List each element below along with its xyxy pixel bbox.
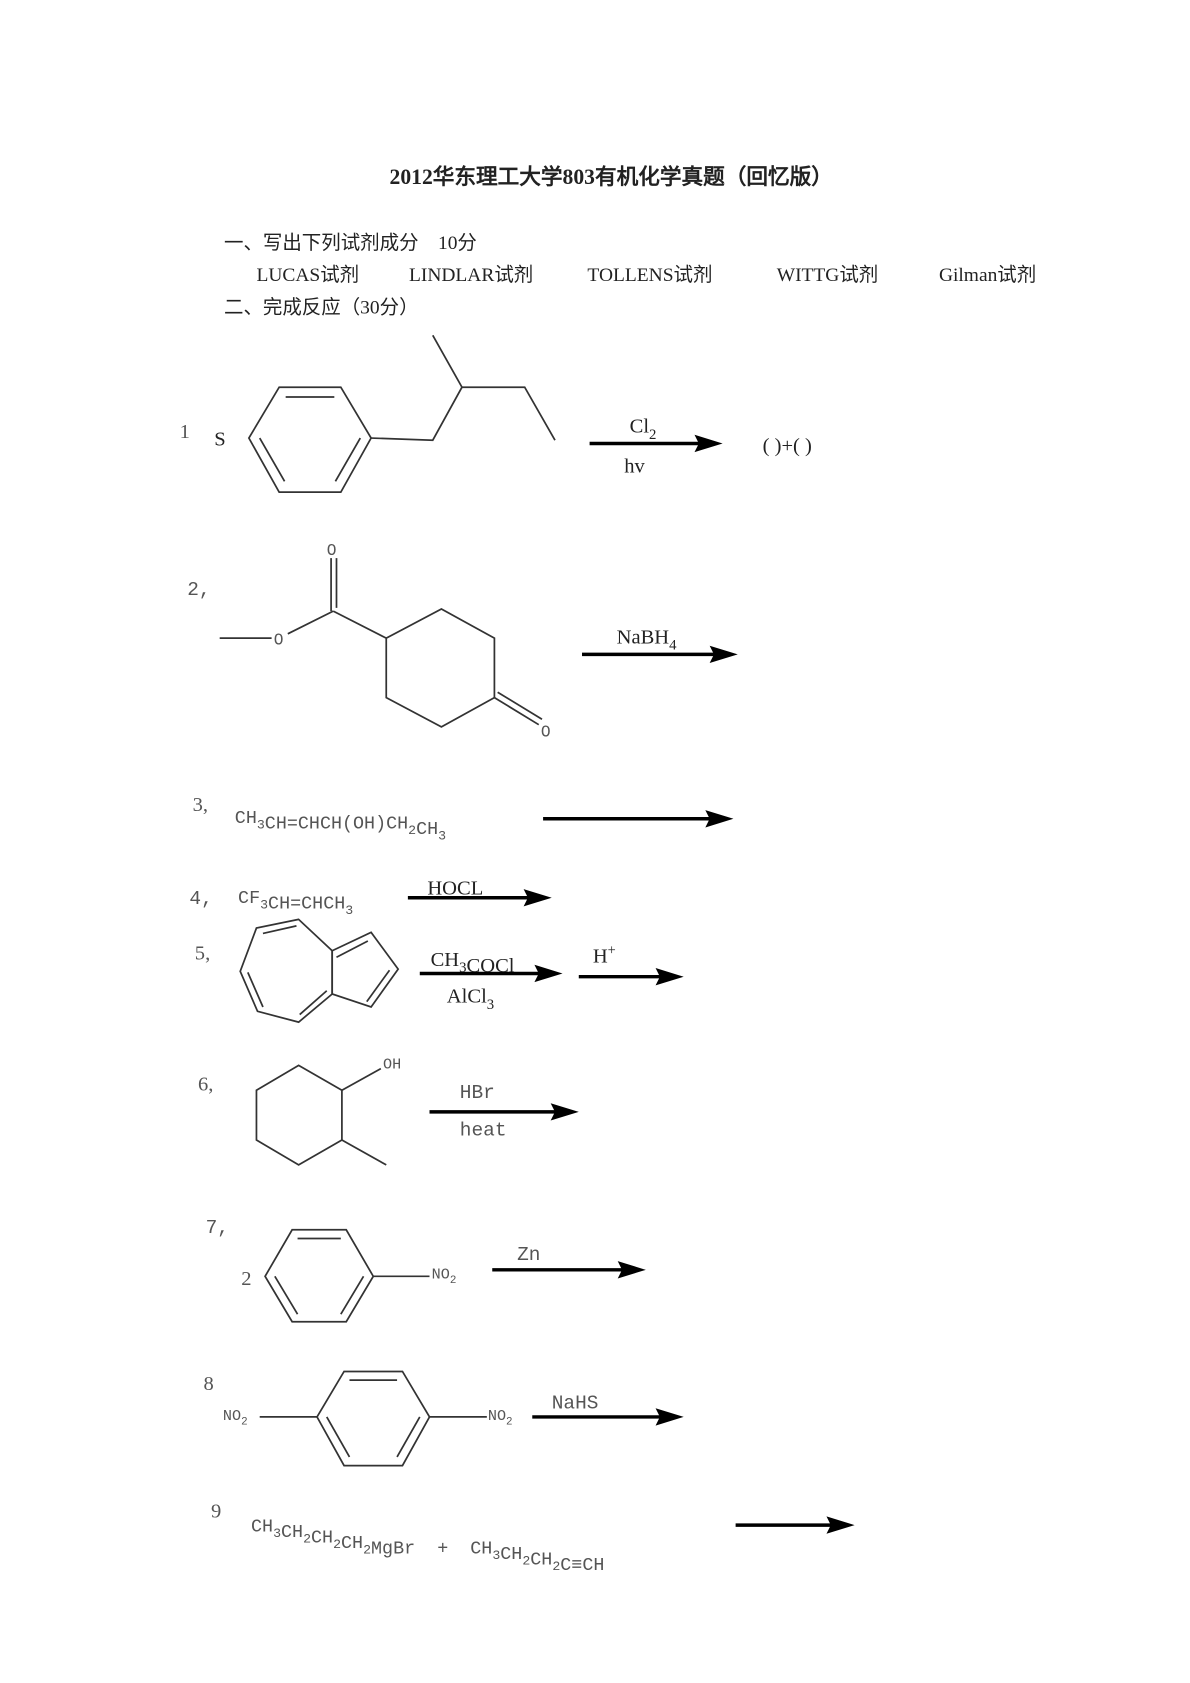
reaction-number: 1 <box>180 421 190 443</box>
stereo-prefix: S <box>214 429 225 451</box>
products-blank: ( )+( ) <box>763 435 812 457</box>
reagent-top: Zn <box>517 1244 540 1266</box>
reaction-8: 8 NO2 NO2 NaHS <box>203 1370 684 1467</box>
reaction-number: 3, <box>193 794 208 816</box>
reactant-formula: CF3CH=CHCH3 <box>238 888 353 918</box>
reaction-arrow <box>532 1408 684 1426</box>
reagent-lucas: LUCAS试剂 <box>256 264 359 286</box>
substituent-oh: OH <box>383 1056 401 1074</box>
reaction-7: 7, 2 NO2 Zn <box>206 1217 646 1323</box>
atom-ketone-oxygen: O <box>541 723 551 742</box>
reagent-gilman: Gilman试剂 <box>939 264 1036 286</box>
reagent-top: HOCL <box>427 877 483 899</box>
reagent-bottom: hv <box>624 456 645 478</box>
substituent-no2-right: NO2 <box>488 1407 513 1429</box>
reaction-arrow <box>589 434 723 453</box>
reagent-top: HBr <box>460 1082 495 1104</box>
atom-ester-oxygen: O <box>274 631 284 650</box>
reagent-top: NaHS <box>552 1392 599 1414</box>
reaction-arrow <box>735 1516 855 1534</box>
reaction-1: 1 S Cl2 hv ( )+( ) <box>180 334 812 494</box>
azulene <box>239 918 400 1024</box>
reactant-formula: CH3CH2CH2CH2MgBr + CH3CH2CH2C≡CH <box>251 1517 604 1577</box>
methylcyclohexanol <box>255 1064 387 1166</box>
reagent2-top: H+ <box>593 942 616 967</box>
reaction-arrow <box>419 964 563 983</box>
dinitrobenzene <box>259 1370 487 1467</box>
benzene-ring <box>247 334 556 494</box>
reaction-arrow <box>407 889 552 907</box>
reaction-9: 9 CH3CH2CH2CH2MgBr + CH3CH2CH2C≡CH <box>211 1501 855 1577</box>
reagent-top: Cl2 <box>630 416 657 443</box>
reagent-bottom: AlCl3 <box>447 986 494 1013</box>
reaction-arrow <box>492 1261 646 1279</box>
reagent-wittig: WITTG试剂 <box>777 264 879 286</box>
reaction-arrow-2 <box>578 968 684 986</box>
substituent-no2-left: NO2 <box>223 1407 248 1429</box>
atom-carbonyl-oxygen: O <box>327 541 337 560</box>
reaction-arrow <box>429 1103 579 1121</box>
reagent-top: CH3COCl <box>431 949 515 977</box>
cyclohexanone-ester <box>219 558 543 728</box>
reaction-number: 8 <box>203 1373 213 1395</box>
reaction-arrow <box>543 810 734 828</box>
page-title: 2012华东理工大学803有机化学真题（回忆版） <box>390 164 833 189</box>
section1-heading: 一、写出下列试剂成分 10分 <box>224 232 477 254</box>
reaction-5: 5, CH3COCl AlCl3 H+ <box>195 918 684 1024</box>
reactant-formula: CH3CH=CHCH(OH)CH2CH3 <box>235 808 446 844</box>
reaction-number: 2, <box>187 579 210 601</box>
reagent-tollens: TOLLENS试剂 <box>587 264 712 286</box>
coefficient: 2 <box>241 1268 251 1290</box>
reaction-arrow <box>582 645 738 664</box>
reaction-number: 9 <box>211 1501 221 1523</box>
reaction-6: 6, OH HBr heat <box>198 1056 579 1166</box>
reagent-top: NaBH4 <box>617 627 678 654</box>
reaction-number: 4, <box>189 888 212 910</box>
reaction-number: 5, <box>195 942 210 964</box>
reaction-4: 4, CF3CH=CHCH3 HOCL <box>189 877 552 918</box>
nitrobenzene <box>264 1228 430 1323</box>
reaction-2: 2, O O O NaBH4 <box>187 541 738 742</box>
reagent-bottom: heat <box>460 1120 507 1142</box>
reaction-number: 7, <box>206 1217 229 1239</box>
substituent-no2: NO2 <box>432 1265 457 1287</box>
reaction-3: 3, CH3CH=CHCH(OH)CH2CH3 <box>193 794 734 844</box>
reaction-number: 6, <box>198 1073 213 1095</box>
reagent-lindlar: LINDLAR试剂 <box>409 264 533 286</box>
section2-heading: 二、完成反应（30分） <box>224 297 419 319</box>
